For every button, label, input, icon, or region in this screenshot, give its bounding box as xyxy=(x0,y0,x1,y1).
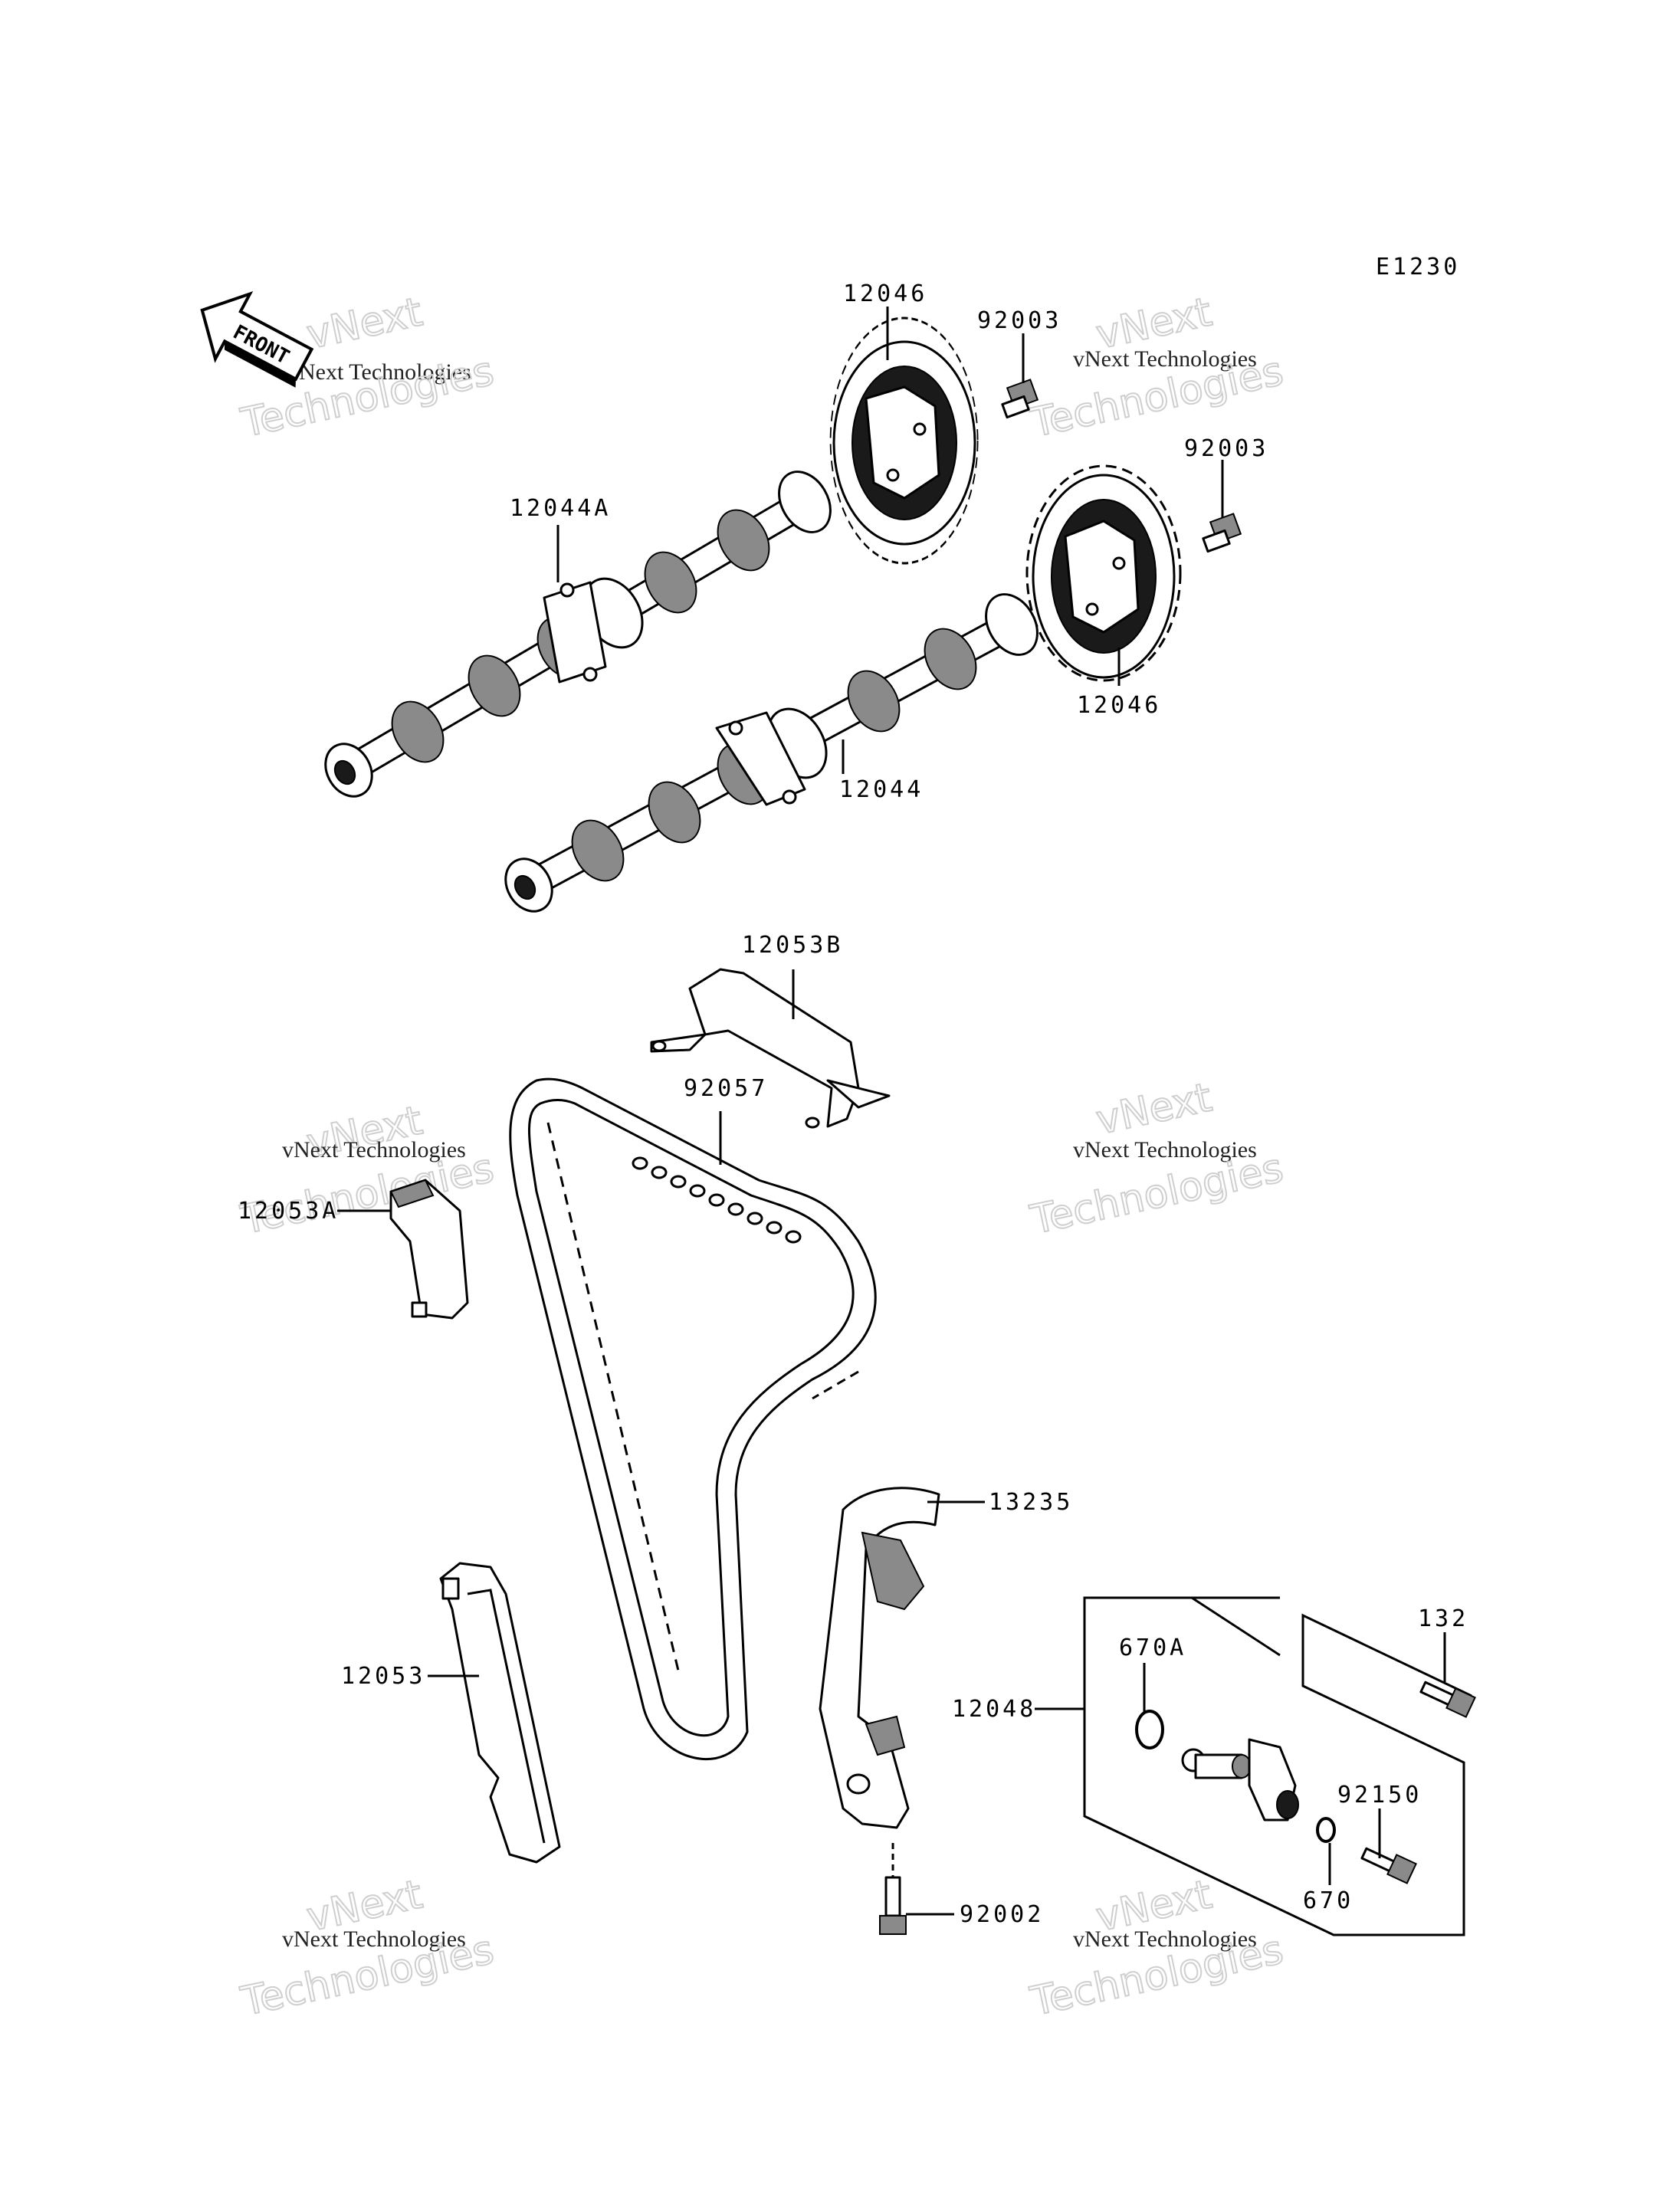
label-92150: 92150 xyxy=(1337,1782,1422,1808)
label-12046-lower: 12046 xyxy=(1077,692,1161,719)
svg-text:vNext: vNext xyxy=(303,289,426,358)
bolt-92002 xyxy=(879,1843,907,1935)
svg-text:vNext: vNext xyxy=(1092,1074,1216,1143)
chain-guide-small-left xyxy=(389,1179,469,1320)
watermark-top-right: vNext vNext Technologies Technologies xyxy=(1025,288,1288,447)
label-12044A: 12044A xyxy=(510,495,611,522)
bolt-92003-upper xyxy=(1001,379,1039,419)
label-92003-lower: 92003 xyxy=(1184,435,1268,462)
label-12046-upper: 12046 xyxy=(843,280,927,307)
label-132: 132 xyxy=(1418,1605,1468,1632)
watermark-mid-right: vNext vNext Technologies Technologies xyxy=(1025,1074,1288,1244)
label-12048: 12048 xyxy=(952,1696,1036,1723)
svg-text:vNext Technologies: vNext Technologies xyxy=(282,1926,466,1952)
watermark-bottom-left: vNext vNext Technologies Technologies xyxy=(236,1871,498,2025)
part-labels: 12046 92003 92003 12046 12044A 12044 120… xyxy=(238,280,1468,1928)
bolt-132 xyxy=(1419,1681,1476,1718)
label-12053B: 12053B xyxy=(742,932,843,959)
timing-chain xyxy=(509,1077,877,1760)
bolt-92003-lower xyxy=(1202,513,1242,553)
svg-text:vNext Technologies: vNext Technologies xyxy=(287,359,471,385)
sprocket-upper xyxy=(829,316,979,565)
tensioner-assembly-box xyxy=(1083,1596,1472,1936)
svg-text:vNext Technologies: vNext Technologies xyxy=(1073,1926,1257,1952)
label-670A: 670A xyxy=(1119,1635,1186,1661)
label-12053A: 12053A xyxy=(238,1198,339,1225)
camshaft-exhaust xyxy=(504,593,1039,913)
o-ring-large xyxy=(1135,1710,1164,1749)
tensioner-body xyxy=(1181,1738,1299,1822)
label-12044: 12044 xyxy=(839,776,924,803)
diagram-code: E1230 xyxy=(1376,254,1460,280)
svg-text:vNext Technologies: vNext Technologies xyxy=(1073,1137,1257,1162)
svg-text:vNext Technologies: vNext Technologies xyxy=(1073,346,1257,372)
svg-text:vNext Technologies: vNext Technologies xyxy=(282,1137,466,1162)
chain-guide-top xyxy=(650,968,891,1129)
label-12053: 12053 xyxy=(341,1663,425,1690)
label-92057: 92057 xyxy=(684,1075,768,1102)
sprocket-lower xyxy=(1025,464,1182,682)
chain-guide-rear xyxy=(439,1562,561,1864)
o-ring-small xyxy=(1316,1817,1336,1843)
label-92003-upper: 92003 xyxy=(977,307,1061,334)
label-92002: 92002 xyxy=(960,1901,1044,1928)
label-670: 670 xyxy=(1303,1887,1354,1914)
bolt-92150 xyxy=(1360,1847,1417,1884)
label-13235: 13235 xyxy=(989,1489,1073,1516)
leader-lines xyxy=(337,307,1446,1916)
camshaft-intake xyxy=(324,471,832,798)
chain-tensioner-guide xyxy=(819,1487,940,1829)
